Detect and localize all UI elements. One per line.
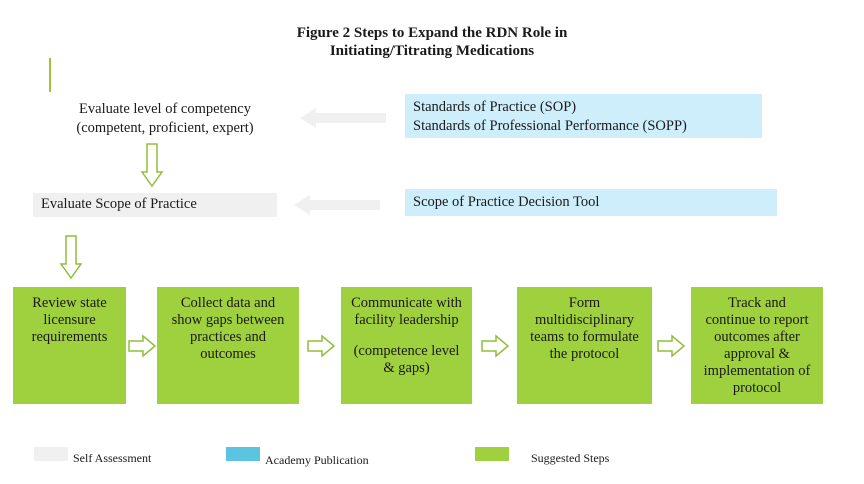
step-5-line-6: protocol — [732, 380, 782, 396]
step-3-extra-1: (competence level — [353, 343, 460, 359]
right-arrow-4 — [657, 334, 686, 358]
step-1-box: Review state licensure requirements — [13, 287, 126, 404]
step-5-line-5: implementation of — [703, 363, 811, 379]
competency-line-2: (competent, proficient, expert) — [76, 120, 254, 136]
scope-label: Evaluate Scope of Practice — [41, 196, 197, 212]
step-1-line-2: licensure — [43, 312, 96, 328]
legend-label-academy-publication: Academy Publication — [265, 453, 369, 467]
step-1-line-3: requirements — [31, 329, 108, 345]
step-4-line-1: Form — [568, 295, 601, 311]
sop-line-2: Standards of Professional Performance (S… — [413, 118, 687, 134]
step-5-line-3: outcomes after — [714, 329, 800, 345]
competency-line-1: Evaluate level of competency — [79, 101, 251, 117]
step-5-line-2: continue to report — [705, 312, 809, 328]
legend-swatch-suggested-steps — [475, 447, 509, 461]
step-2-box: Collect data and show gaps between pract… — [157, 287, 299, 404]
step-2-line-4: outcomes — [200, 346, 256, 362]
legend-swatch-academy-publication — [226, 447, 260, 461]
step-3-extra-2: & gaps) — [383, 360, 430, 376]
competency-box: Evaluate level of competency (competent,… — [55, 100, 275, 138]
legend-label-suggested-steps: Suggested Steps — [531, 451, 610, 465]
step-3-line-2: facility leadership — [354, 312, 459, 328]
right-arrow-1 — [128, 334, 157, 358]
left-arrow-tool — [294, 195, 380, 215]
legend-label-self-assessment: Self Assessment — [73, 451, 152, 465]
figure-title-line-1: Figure 2 Steps to Expand the RDN Role in — [296, 25, 568, 41]
sop-box: Standards of Practice (SOP) Standards of… — [405, 94, 762, 138]
step-2-line-1: Collect data and — [180, 295, 276, 311]
accent-line — [49, 58, 51, 92]
step-1-line-1: Review state — [32, 295, 107, 311]
step-4-line-3: teams to formulate — [530, 329, 639, 345]
scope-box: Evaluate Scope of Practice — [33, 193, 277, 217]
step-4-line-4: the protocol — [549, 346, 620, 362]
right-arrow-2 — [307, 334, 336, 358]
figure-title: Figure 2 Steps to Expand the RDN Role in… — [0, 24, 864, 60]
step-5-line-4: approval & — [724, 346, 790, 362]
down-arrow-1 — [140, 143, 164, 188]
legend-swatch-self-assessment — [34, 447, 68, 461]
step-4-box: Form multidisciplinary teams to formulat… — [517, 287, 652, 404]
decision-tool-label: Scope of Practice Decision Tool — [413, 194, 600, 210]
step-3-box: Communicate with facility leadership (co… — [341, 287, 472, 404]
sop-line-1: Standards of Practice (SOP) — [413, 99, 577, 115]
left-arrow-sop — [300, 108, 386, 128]
step-5-box: Track and continue to report outcomes af… — [691, 287, 823, 404]
figure-title-line-2: Initiating/Titrating Medications — [329, 43, 535, 59]
step-2-line-2: show gaps between — [171, 312, 285, 328]
down-arrow-2 — [59, 235, 83, 280]
step-5-line-1: Track and — [728, 295, 786, 311]
step-2-line-3: practices and — [189, 329, 267, 345]
step-3-line-1: Communicate with — [351, 295, 462, 311]
step-4-line-2: multidisciplinary — [534, 312, 635, 328]
decision-tool-box: Scope of Practice Decision Tool — [405, 189, 777, 216]
right-arrow-3 — [481, 334, 510, 358]
